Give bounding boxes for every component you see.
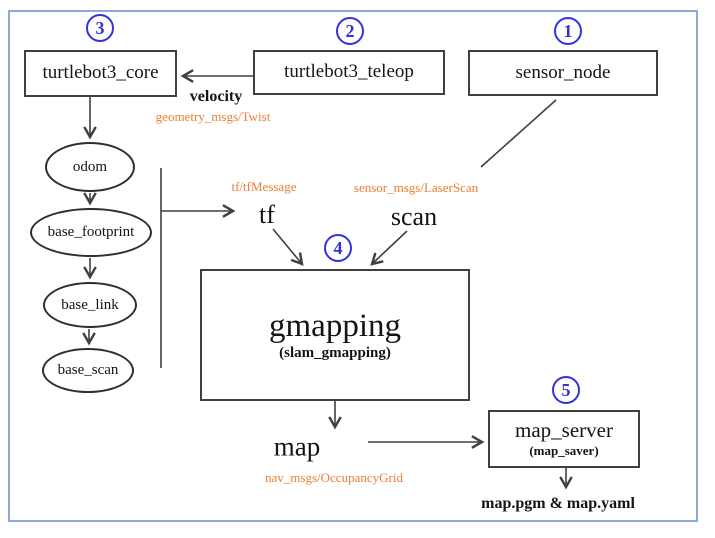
topic-tf-type: tf/tfMessage xyxy=(231,179,297,194)
frame-base-footprint: base_footprint xyxy=(30,208,152,257)
topic-velocity-type: geometry_msgs/Twist xyxy=(155,109,271,124)
node-sensor-node-label: sensor_node xyxy=(515,61,611,83)
frame-base-scan: base_scan xyxy=(42,348,134,393)
topic-map-type: nav_msgs/OccupancyGrid xyxy=(265,470,403,485)
node-map-server-sublabel: (map_saver) xyxy=(529,442,599,458)
node-turtlebot3-core: turtlebot3_core xyxy=(24,50,177,97)
frame-odom: odom xyxy=(45,142,135,192)
frame-base-scan-label: base_scan xyxy=(57,362,119,378)
node-turtlebot3-core-label: turtlebot3_core xyxy=(42,62,159,84)
frame-base-link-label: base_link xyxy=(61,296,119,313)
step-badge-5: 5 xyxy=(552,376,580,404)
topic-tf-label: tf xyxy=(259,200,275,229)
node-map-server-label: map_server xyxy=(515,418,613,443)
topic-velocity-label: velocity xyxy=(189,88,243,105)
output-files-label: map.pgm & map.yaml xyxy=(481,495,635,512)
node-turtlebot3-teleop-label: turtlebot3_teleop xyxy=(284,61,414,83)
node-sensor-node: sensor_node xyxy=(468,50,658,96)
node-gmapping: gmapping (slam_gmapping) xyxy=(200,269,470,401)
diagram-frame xyxy=(8,10,698,522)
step-badge-3: 3 xyxy=(86,14,114,42)
topic-scan-type: sensor_msgs/LaserScan xyxy=(353,180,479,195)
step-badge-4: 4 xyxy=(324,234,352,262)
step-badge-2: 2 xyxy=(336,17,364,45)
topic-scan-label: scan xyxy=(390,202,438,231)
node-map-server: map_server (map_saver) xyxy=(488,410,640,468)
node-gmapping-label: gmapping xyxy=(269,308,401,345)
frame-base-link: base_link xyxy=(43,282,137,328)
node-gmapping-sublabel: (slam_gmapping) xyxy=(279,344,391,361)
frame-base-footprint-label: base_footprint xyxy=(47,224,135,240)
node-turtlebot3-teleop: turtlebot3_teleop xyxy=(253,50,445,95)
step-badge-1: 1 xyxy=(554,17,582,45)
topic-map-label: map xyxy=(273,431,321,462)
frame-odom-label: odom xyxy=(72,158,108,175)
